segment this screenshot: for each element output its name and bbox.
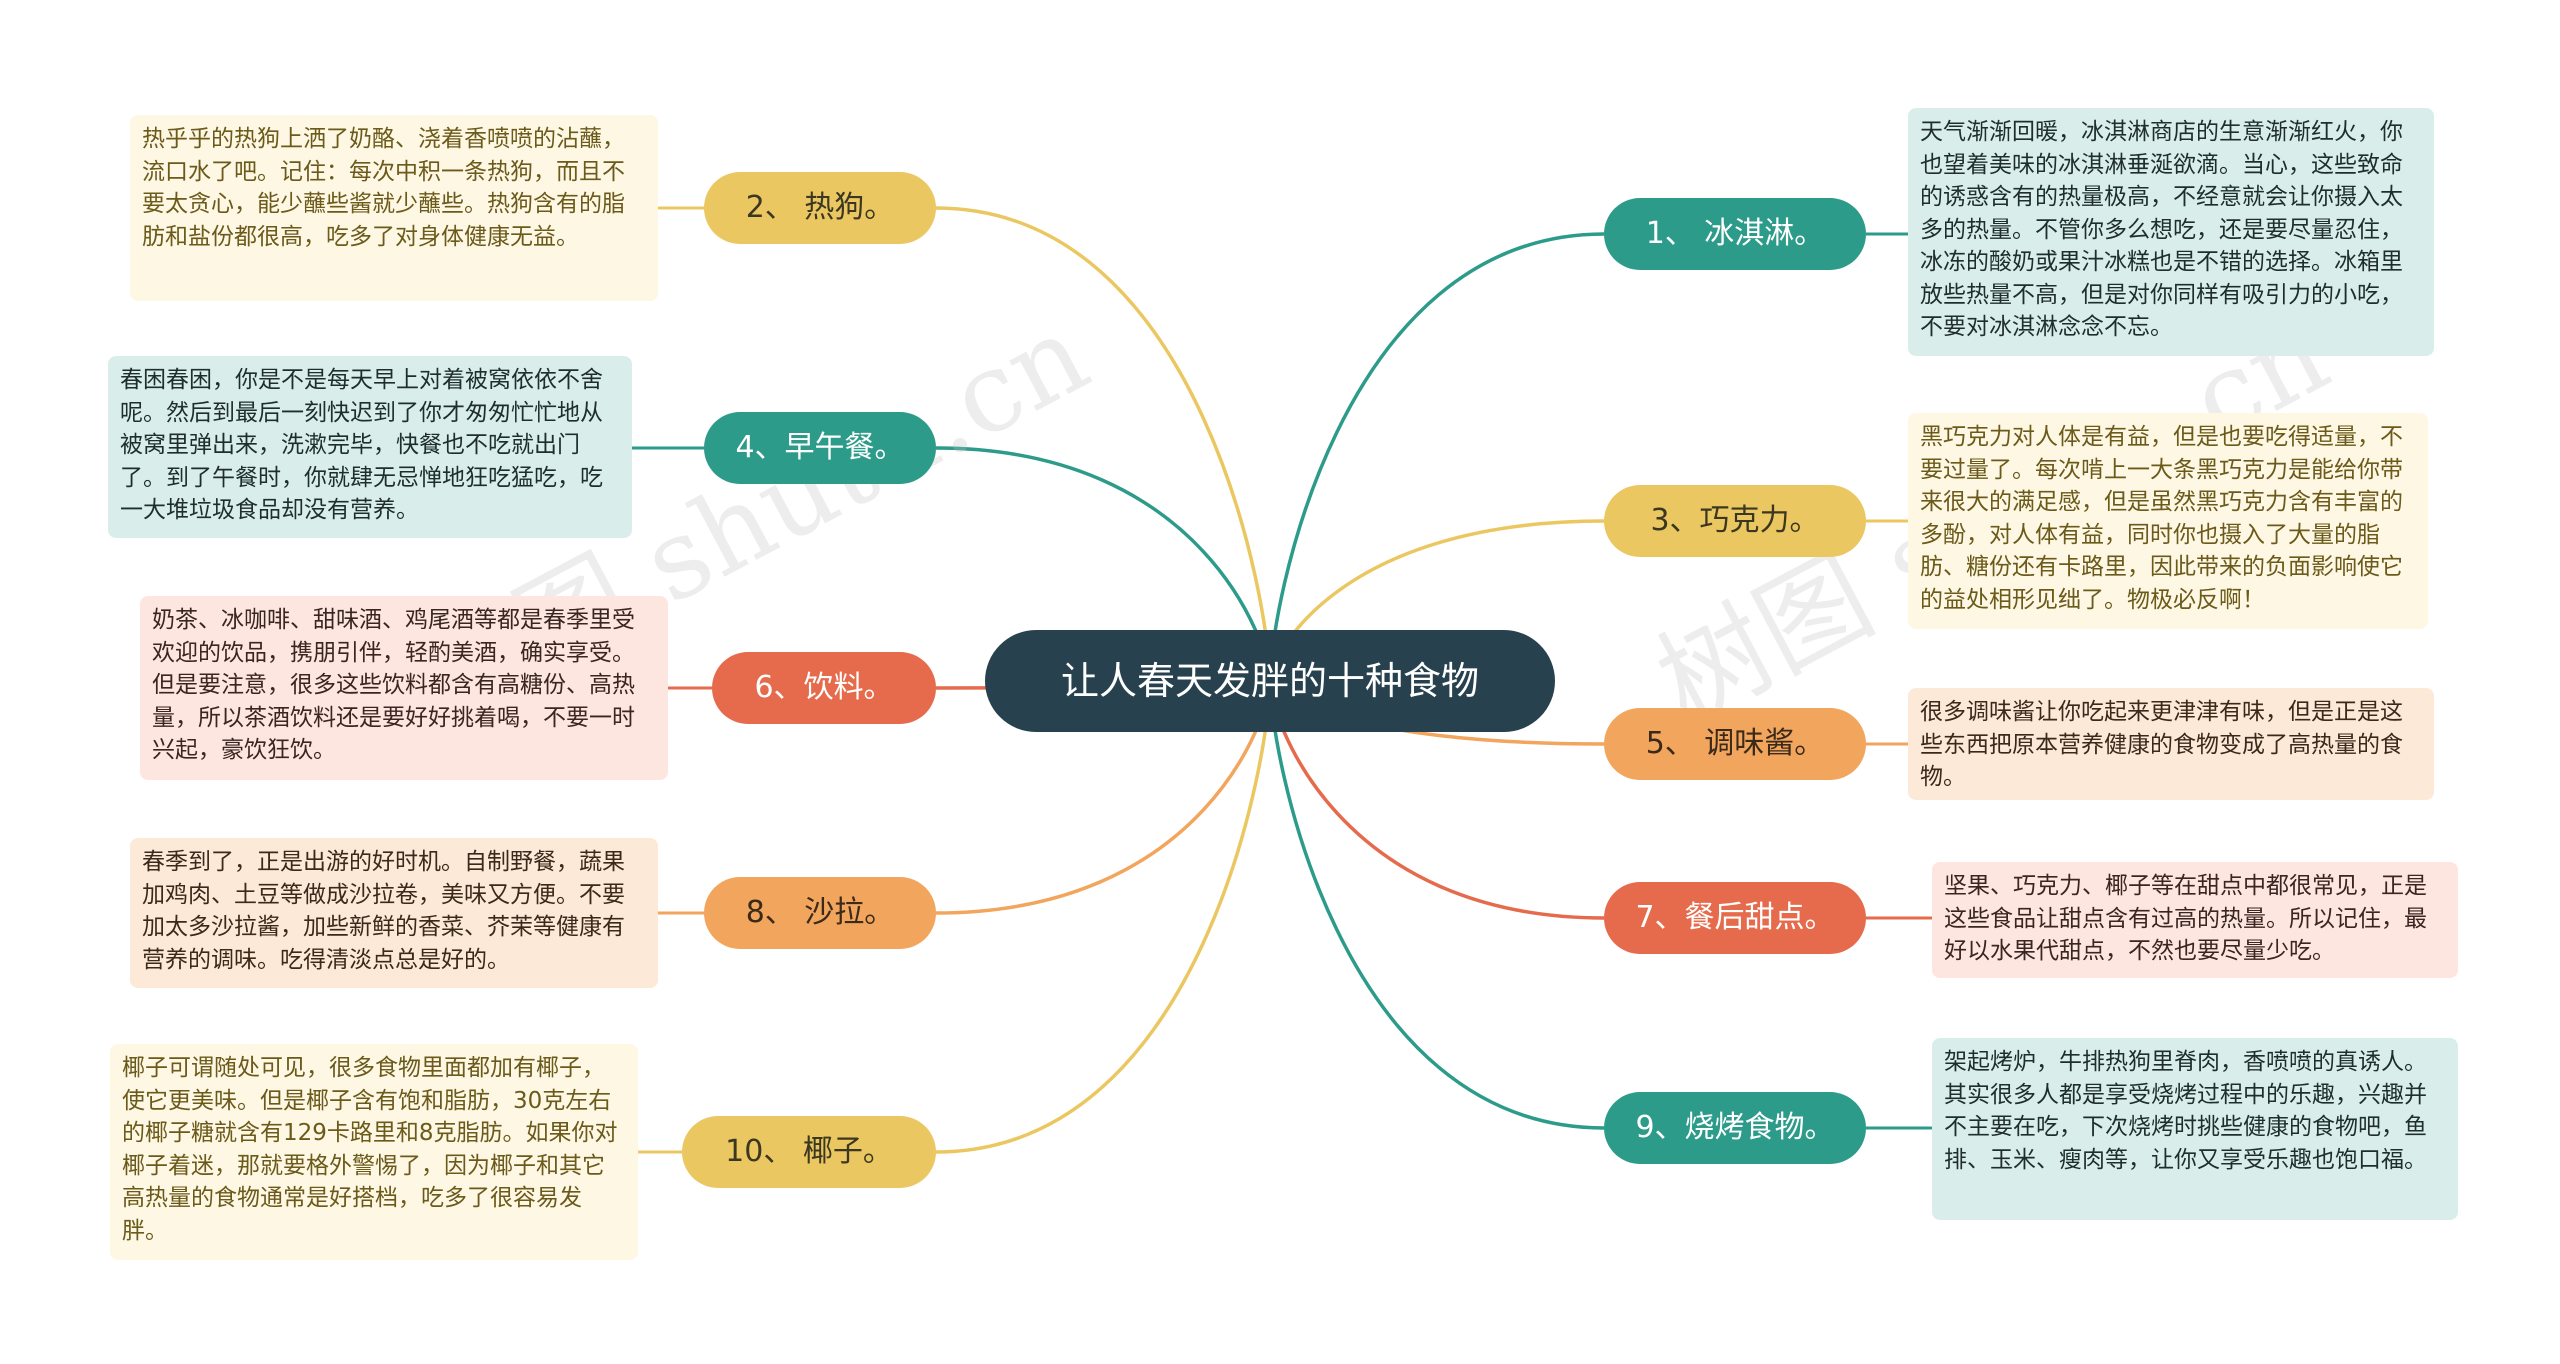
root-topic[interactable]: 让人春天发胖的十种食物 [985,630,1555,732]
topic-node-ice-cream[interactable]: 1、 冰淇淋。 [1604,198,1866,270]
topic-node-dessert[interactable]: 7、餐后甜点。 [1604,882,1866,954]
topic-node-brunch[interactable]: 4、早午餐。 [704,412,936,484]
topic-desc-bbq: 架起烤炉，牛排热狗里脊肉，香喷喷的真诱人。其实很多人都是享受烧烤过程中的乐趣，兴… [1932,1038,2458,1220]
topic-node-drinks[interactable]: 6、饮料。 [712,652,936,724]
topic-node-chocolate[interactable]: 3、巧克力。 [1604,485,1866,557]
branch-curve [1268,232,1605,682]
topic-desc-coconut: 椰子可谓随处可见，很多食物里面都加有椰子，使它更美味。但是椰子含有饱和脂肪，30… [110,1044,638,1260]
topic-desc-ice-cream: 天气渐渐回暖，冰淇淋商店的生意渐渐红火，你也望着美味的冰淇淋垂涎欲滴。当心，这些… [1908,108,2434,356]
branch-curve [1268,680,1605,1130]
topic-node-bbq[interactable]: 9、烧烤食物。 [1604,1092,1866,1164]
topic-node-salad[interactable]: 8、 沙拉。 [704,877,936,949]
topic-desc-hotdog: 热乎乎的热狗上洒了奶酪、浇着香喷喷的沾蘸，流口水了吧。记住：每次中积一条热狗，而… [130,115,658,301]
topic-desc-dessert: 坚果、巧克力、椰子等在甜点中都很常见，正是这些食品让甜点含有过高的热量。所以记住… [1932,862,2458,978]
topic-desc-sauce: 很多调味酱让你吃起来更津津有味，但是正是这些东西把原本营养健康的食物变成了高热量… [1908,688,2434,800]
topic-desc-chocolate: 黑巧克力对人体是有益，但是也要吃得适量，不要过量了。每次啃上一大条黑巧克力是能给… [1908,413,2428,629]
topic-desc-salad: 春季到了，正是出游的好时机。自制野餐，蔬果加鸡肉、土豆等做成沙拉卷，美味又方便。… [130,838,658,988]
topic-node-hotdog[interactable]: 2、 热狗。 [704,172,936,244]
topic-node-sauce[interactable]: 5、 调味酱。 [1604,708,1866,780]
topic-node-coconut[interactable]: 10、 椰子。 [682,1116,936,1188]
branch-curve [935,206,1272,682]
topic-desc-brunch: 春困春困，你是不是每天早上对着被窝依依不舍呢。然后到最后一刻快迟到了你才匆匆忙忙… [108,356,632,538]
topic-desc-drinks: 奶茶、冰咖啡、甜味酒、鸡尾酒等都是春季里受欢迎的饮品，携朋引伴，轻酌美酒，确实享… [140,596,668,780]
branch-curve [935,680,1272,1154]
